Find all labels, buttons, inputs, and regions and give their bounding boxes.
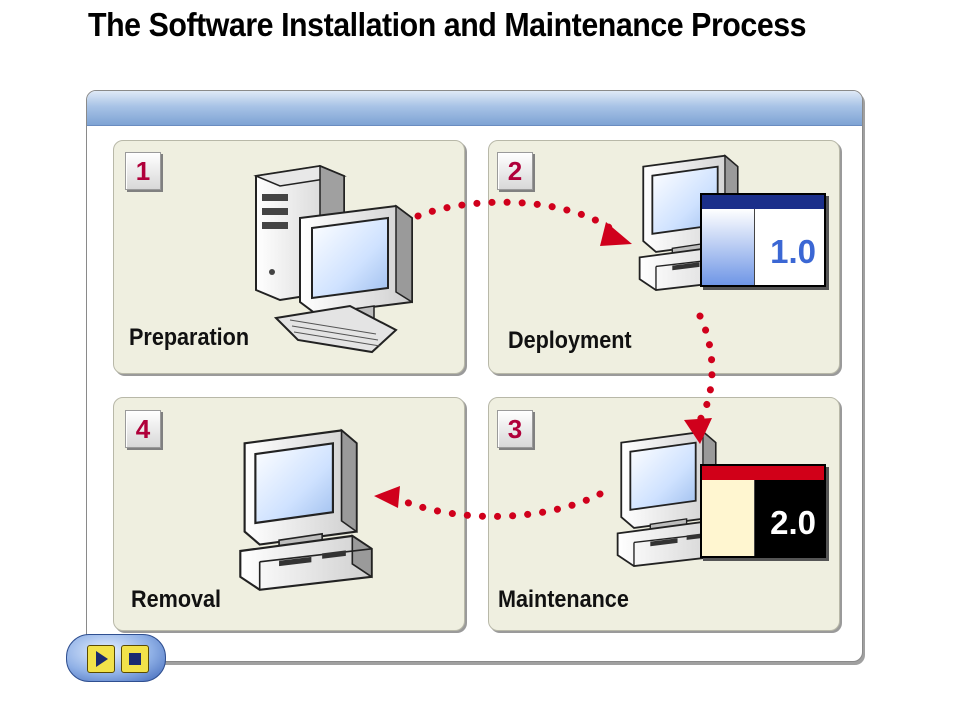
version-window-1: 1.0	[700, 193, 826, 287]
version-window-2: 2.0	[700, 464, 826, 558]
version-window-titlebar	[702, 195, 824, 209]
version-number-1: 1.0	[770, 233, 816, 270]
play-icon	[96, 651, 108, 667]
step-label-deployment: Deployment	[508, 327, 632, 354]
version-window-sidebar	[702, 480, 754, 556]
version-window-body: 2.0	[754, 480, 824, 556]
arrow-preparation-to-deployment	[414, 198, 614, 232]
page-title: The Software Installation and Maintenanc…	[88, 6, 807, 43]
step-badge-3: 3	[497, 410, 533, 448]
arrowhead-maintenance	[684, 418, 712, 444]
arrowhead-deployment	[600, 222, 632, 246]
version-window-titlebar	[702, 466, 824, 480]
desktop-computer-icon	[239, 429, 373, 591]
step-badge-2: 2	[497, 152, 533, 190]
stop-icon	[129, 653, 141, 665]
arrow-deployment-to-maintenance	[696, 312, 716, 424]
stop-button[interactable]	[121, 645, 149, 673]
version-window-body: 1.0	[754, 209, 824, 285]
arrow-maintenance-to-removal	[392, 490, 604, 520]
step-label-removal: Removal	[131, 586, 222, 613]
arrowhead-removal	[374, 486, 400, 508]
step-label-maintenance: Maintenance	[498, 586, 629, 613]
play-button[interactable]	[87, 645, 115, 673]
desktop-computer-icon	[253, 164, 413, 354]
step-badge-4: 4	[125, 410, 161, 448]
version-window-sidebar	[702, 209, 754, 285]
step-label-preparation: Preparation	[129, 324, 250, 351]
slide-navigation	[66, 634, 166, 682]
board-header	[87, 91, 862, 126]
step-badge-1: 1	[125, 152, 161, 190]
version-number-2: 2.0	[770, 504, 816, 541]
